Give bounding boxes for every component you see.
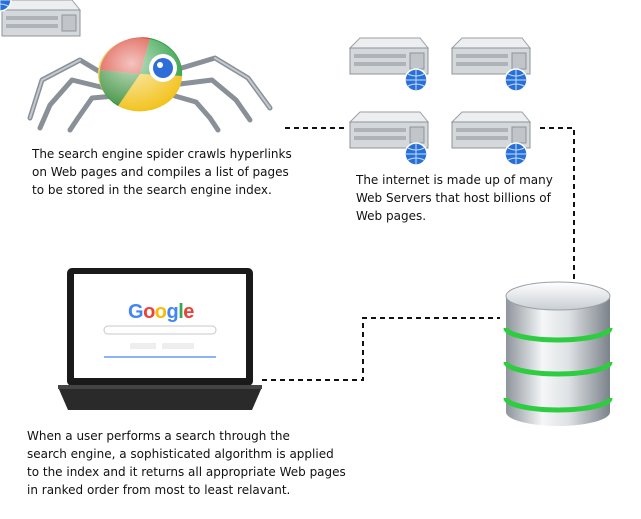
google-logo-letter: l	[178, 301, 184, 323]
google-logo-letter: g	[166, 301, 179, 323]
globe-icon	[0, 0, 12, 12]
caption-line: When a user performs a search through th…	[27, 429, 290, 443]
caption-line: on Web pages and compiles a list of page…	[32, 165, 289, 179]
internet-caption: The internet is made up of many Web Serv…	[356, 171, 553, 225]
servers-to-database-connector	[540, 127, 575, 282]
caption-line: Web Servers that host billions of	[356, 191, 551, 205]
search-caption: When a user performs a search through th…	[27, 427, 346, 499]
google-logo-letter: o	[154, 301, 167, 323]
google-logo-letter: G	[128, 301, 144, 323]
google-logo-letter: e	[183, 301, 194, 323]
spider-caption: The search engine spider crawls hyperlin…	[32, 145, 292, 199]
caption-line: Web pages.	[356, 209, 427, 223]
caption-line: in ranked order from most to least relav…	[27, 483, 291, 497]
server-icon	[0, 0, 82, 37]
caption-line: to be stored in the search engine index.	[32, 183, 272, 197]
google-logo: Google	[128, 302, 194, 322]
caption-line: search engine, a sophisticated algorithm…	[27, 447, 334, 461]
google-logo-letter: o	[143, 301, 155, 323]
caption-line: The internet is made up of many	[356, 173, 553, 187]
caption-line: The search engine spider crawls hyperlin…	[32, 147, 292, 161]
caption-line: to the index and it returns all appropri…	[27, 465, 346, 479]
